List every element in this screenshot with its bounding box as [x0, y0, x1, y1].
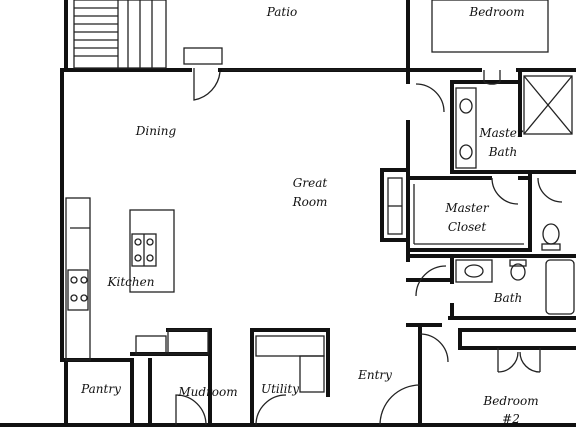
utility-cabinet	[255, 335, 325, 357]
room-labels: Patio Bedroom Dining Master Bath Great R…	[80, 5, 538, 426]
label-bedroom2-line2: #2	[502, 412, 520, 426]
utility-washer	[299, 355, 325, 393]
mudroom-cabinet	[167, 329, 209, 355]
label-great-room-line2: Room	[292, 195, 328, 209]
label-pantry: Pantry	[80, 382, 121, 396]
label-bath: Bath	[493, 291, 523, 305]
utility-door-swing	[255, 394, 287, 426]
master-vanity	[455, 87, 477, 169]
wc-door-swing	[537, 177, 563, 203]
label-great-room-line1: Great	[293, 176, 328, 190]
kitchen-island	[129, 209, 175, 293]
label-mudroom: Mudroom	[177, 385, 237, 399]
label-master-bath-line2: Bath	[488, 145, 518, 159]
label-bedroom2-line1: Bedroom	[482, 394, 538, 408]
patio-grill	[183, 47, 223, 65]
hall-door-swing	[415, 265, 447, 297]
kitchen-counter	[65, 197, 91, 361]
hall-bath-vanity	[455, 259, 493, 283]
label-dining: Dining	[135, 124, 177, 138]
bedroom-bed	[431, 0, 549, 53]
bedroom2-door-swing	[419, 333, 449, 363]
kitchen-range	[67, 269, 89, 311]
label-patio: Patio	[266, 5, 298, 19]
bedroom2-closet-doors	[497, 348, 541, 373]
patio-screen-panels	[73, 0, 167, 69]
hall-toilet	[510, 263, 526, 281]
desk-nook	[135, 335, 167, 355]
master-shower	[523, 75, 573, 135]
label-master-closet-line2: Closet	[448, 220, 487, 234]
label-entry: Entry	[357, 368, 392, 382]
label-master-bath-line1: Master	[478, 126, 524, 140]
label-master-closet-line1: Master	[444, 201, 490, 215]
patio-door-swing	[193, 68, 221, 101]
master-bedroom-door-swing	[415, 83, 445, 113]
label-utility: Utility	[261, 382, 299, 396]
master-sink-1	[459, 98, 473, 114]
hall-bathtub	[545, 259, 575, 315]
entry-door-swing	[379, 384, 421, 426]
master-bath-double-door	[483, 70, 501, 85]
master-sink-2	[459, 144, 473, 160]
mudroom-door-swing	[175, 394, 207, 426]
label-kitchen: Kitchen	[107, 275, 155, 289]
fixtures	[65, 0, 575, 426]
closet-door-swing	[491, 177, 519, 205]
label-bedroom: Bedroom	[468, 5, 524, 19]
